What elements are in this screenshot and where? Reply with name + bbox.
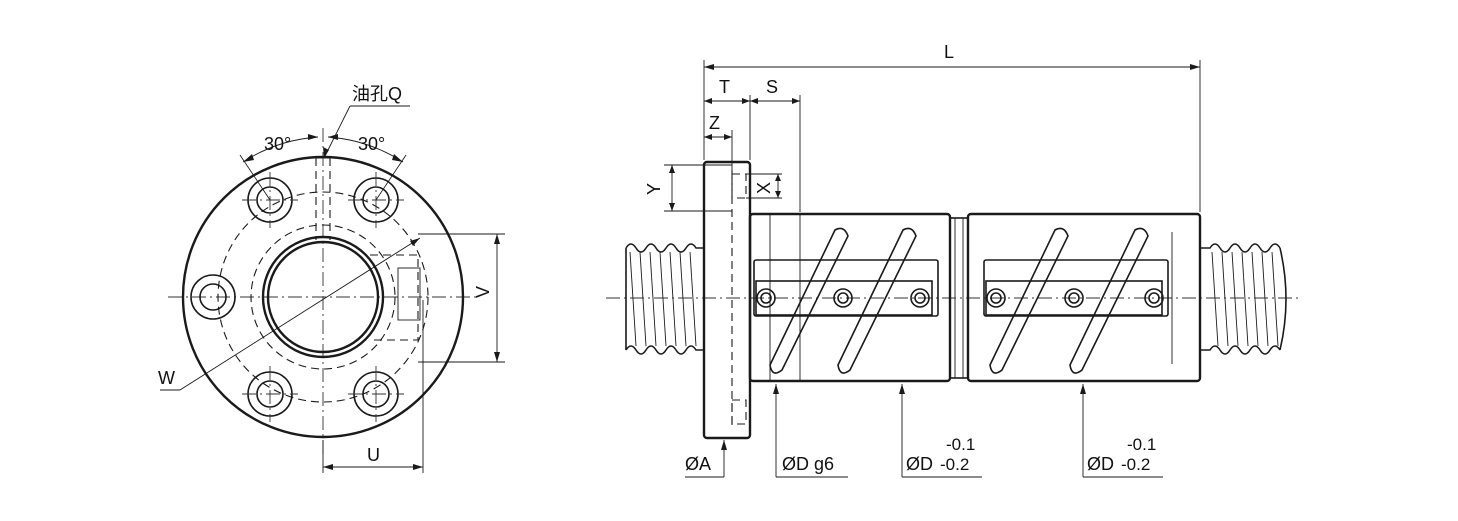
w-label: W — [158, 368, 175, 388]
bolt-hole-left — [190, 274, 236, 320]
flange-side — [702, 160, 752, 440]
z-label: Z — [709, 113, 720, 133]
dia-a-label: ØA — [685, 454, 711, 474]
screw-shaft-left — [625, 243, 704, 355]
side-view: L T S Z Y X ØA ØD g6 ØD -0.1 -0.2 ØD -0.… — [606, 42, 1300, 478]
nut-body-hidden-circle — [250, 224, 396, 370]
oil-hole-label: 油孔Q — [352, 84, 402, 104]
t-label: T — [719, 77, 730, 97]
bolt-hole-bottom-right — [348, 366, 404, 422]
u-label: U — [367, 445, 380, 465]
tol-upper-1-label: -0.1 — [946, 435, 975, 454]
bolt-hole-top-left — [242, 172, 298, 228]
dia-d-2-label: ØD — [1087, 454, 1114, 474]
w-leader — [179, 237, 421, 391]
tol-lower-2-label: -0.2 — [1121, 455, 1150, 474]
dia-d-1-label: ØD — [906, 454, 933, 474]
s-label: S — [766, 77, 778, 97]
return-tube-hidden — [370, 254, 419, 341]
y-label: Y — [644, 183, 664, 195]
nut-body-right — [966, 212, 1202, 383]
bolt-hole-bottom-left — [242, 366, 298, 422]
screw-shaft-right — [1200, 243, 1287, 355]
front-view: 油孔Q 30° 30° W V U — [158, 84, 505, 473]
bolt-pitch-circle — [217, 191, 429, 403]
nut-body-left — [748, 212, 952, 383]
x-label: X — [754, 182, 774, 194]
nut-bore-inner — [266, 240, 380, 354]
angle-right-label: 30° — [358, 134, 385, 154]
flange-outer-circle — [181, 155, 465, 439]
angle-left-label: 30° — [264, 134, 291, 154]
v-label: V — [473, 286, 493, 298]
return-tube-box — [397, 267, 421, 321]
dia-d-g6-label: ØD g6 — [782, 454, 834, 474]
tol-upper-2-label: -0.1 — [1127, 435, 1156, 454]
nut-bore-outer — [261, 235, 385, 359]
l-label: L — [944, 42, 954, 62]
tol-lower-1-label: -0.2 — [940, 455, 969, 474]
bolt-hole-top-right — [348, 172, 404, 228]
oil-hole-leader — [323, 105, 351, 159]
